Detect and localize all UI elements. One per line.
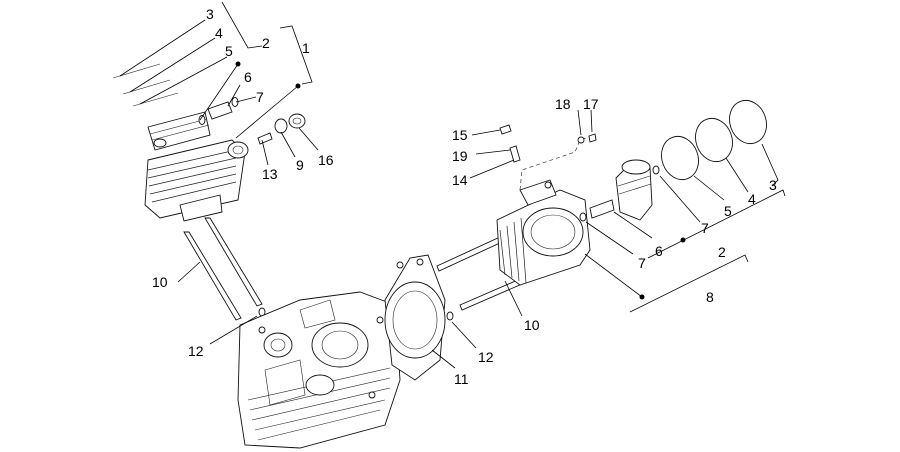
piston-left bbox=[147, 111, 211, 151]
assembly-line bbox=[519, 135, 593, 191]
piston-ring-left-5 bbox=[132, 92, 179, 107]
callout-6-top: 6 bbox=[244, 69, 252, 85]
dowel-13 bbox=[257, 132, 273, 145]
stud-left-b bbox=[204, 217, 263, 307]
callout-7-top: 7 bbox=[256, 89, 264, 105]
callout-12-right: 12 bbox=[478, 349, 494, 365]
clip-right-a bbox=[579, 212, 587, 222]
callout-19: 19 bbox=[452, 148, 468, 164]
callout-7-right-lower: 7 bbox=[638, 255, 646, 271]
clip-left-a bbox=[198, 115, 206, 125]
callout-1-top: 1 bbox=[302, 40, 310, 56]
callout-9: 9 bbox=[296, 157, 304, 173]
dowel-12-right bbox=[446, 311, 454, 321]
piston-ring-right-5 bbox=[661, 135, 699, 181]
cylinder-left bbox=[144, 139, 249, 222]
leader-lines bbox=[119, 1, 786, 369]
callout-15: 15 bbox=[452, 127, 468, 143]
callout-4-right: 4 bbox=[748, 191, 756, 207]
callout-12-left: 12 bbox=[188, 343, 204, 359]
cylinder-right bbox=[496, 179, 591, 286]
gasket-11 bbox=[384, 254, 446, 381]
crankcase bbox=[237, 291, 401, 449]
callout-5-top: 5 bbox=[225, 43, 233, 59]
callout-2-right: 2 bbox=[718, 244, 726, 260]
dowel-15 bbox=[499, 124, 512, 135]
callout-16: 16 bbox=[318, 152, 334, 168]
callout-4-top: 4 bbox=[215, 25, 223, 41]
callout-3-top: 3 bbox=[206, 6, 214, 22]
callout-2-top: 2 bbox=[262, 35, 270, 51]
piston-ring-right-3 bbox=[729, 99, 767, 145]
callout-10-left: 10 bbox=[152, 274, 168, 290]
piston-pin-left bbox=[207, 101, 233, 120]
washer-18 bbox=[577, 136, 585, 144]
plug-16 bbox=[288, 113, 306, 129]
callout-8: 8 bbox=[706, 289, 714, 305]
callout-13: 13 bbox=[262, 166, 278, 182]
screw-17 bbox=[588, 133, 597, 143]
piston-pin-right bbox=[589, 199, 615, 219]
clip-left-b bbox=[231, 97, 239, 107]
oring-9 bbox=[274, 118, 288, 134]
stud-right-a bbox=[436, 236, 503, 272]
callout-7-right-upper: 7 bbox=[701, 220, 709, 236]
callout-6-right: 6 bbox=[655, 243, 663, 259]
callout-17: 17 bbox=[583, 96, 599, 112]
callout-18: 18 bbox=[555, 96, 571, 112]
stud-right-b bbox=[459, 278, 523, 311]
callout-3-right: 3 bbox=[769, 177, 777, 193]
sleeve-19 bbox=[509, 145, 521, 163]
callout-10-right: 10 bbox=[524, 317, 540, 333]
callout-5-right: 5 bbox=[724, 203, 732, 219]
stud-left-a bbox=[183, 231, 242, 321]
callout-11: 11 bbox=[454, 371, 469, 387]
piston-right bbox=[615, 159, 653, 221]
callout-14: 14 bbox=[452, 172, 468, 188]
piston-ring-right-4 bbox=[695, 117, 733, 163]
clip-right-b bbox=[652, 165, 660, 175]
